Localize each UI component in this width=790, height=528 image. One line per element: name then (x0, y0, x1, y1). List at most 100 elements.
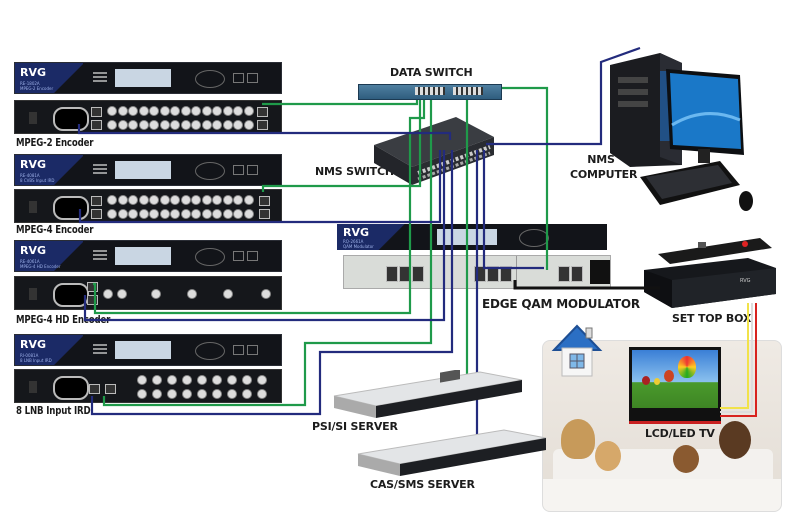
bnc-connector (243, 106, 254, 116)
brand-logo: RVG (20, 244, 47, 257)
bnc-connector (117, 120, 128, 130)
bnc-connector (138, 106, 149, 116)
bnc-connector (212, 209, 222, 219)
wire-mpeg2-nms (77, 124, 452, 140)
bnc-connector (170, 195, 180, 205)
brand-logo: RVG (20, 66, 47, 79)
bnc-connector (128, 209, 138, 219)
ac-inlet-icon (53, 196, 89, 220)
wire-stb-tv-red (720, 303, 757, 417)
bnc-connector (243, 209, 254, 219)
bnc-connector (159, 106, 170, 116)
bnc-connector (159, 195, 170, 205)
bnc-connector (191, 209, 201, 219)
bnc-connector (191, 106, 201, 116)
bnc-connector (182, 375, 192, 385)
computer-icon (610, 53, 753, 211)
bnc-connector (201, 195, 212, 205)
nav-pad-icon (195, 342, 225, 360)
bnc-connector (212, 389, 222, 399)
bnc-connector (222, 120, 233, 130)
bnc-connector (149, 106, 159, 116)
bnc-connector (138, 120, 149, 130)
ac-inlet-icon (53, 107, 89, 131)
nav-pad-icon (195, 248, 225, 266)
bnc-connector (180, 106, 191, 116)
bnc-connector (107, 209, 117, 219)
bnc-connector (152, 375, 162, 385)
lnb-ird-label: 8 LNB Input IRD (16, 405, 91, 417)
bnc-connector (233, 120, 243, 130)
nav-pad-icon (195, 70, 225, 88)
bnc-connector (212, 375, 222, 385)
bnc-connector (180, 195, 191, 205)
bnc-connector (242, 389, 252, 399)
wire-dswitch-qam (488, 86, 549, 270)
wire-stb-tv-yellow (720, 303, 749, 409)
bnc-connector (167, 389, 177, 399)
bnc-connector (191, 195, 201, 205)
bnc-connector (137, 375, 147, 385)
nms-computer (600, 45, 790, 215)
bnc-connector (182, 389, 192, 399)
bnc-connector (170, 106, 180, 116)
bnc-connector (117, 209, 128, 219)
svg-text:RVG: RVG (740, 278, 751, 284)
data-switch-label: DATA SWITCH (390, 66, 473, 79)
bnc-connector (128, 120, 138, 130)
bnc-connector (212, 120, 222, 130)
wire-nms-computer (486, 46, 641, 146)
bnc-connector (167, 375, 177, 385)
wire-qam-stb (513, 280, 660, 290)
person-mother (561, 419, 595, 459)
wire-mpeg4-data (261, 96, 422, 192)
bnc-connector (197, 389, 207, 399)
bnc-connector (242, 375, 252, 385)
mpeg4-hd-encoder-label: MPEG-4 HD Encoder (16, 314, 111, 326)
bnc-connector (233, 106, 243, 116)
bnc-connector (201, 106, 212, 116)
brand-logo: RVG (20, 158, 47, 171)
nav-pad-icon (195, 162, 225, 180)
bnc-connector (201, 120, 212, 130)
bnc-connector (128, 106, 138, 116)
bnc-connector (233, 195, 243, 205)
ac-inlet-icon (53, 376, 89, 400)
home-icon (551, 324, 603, 377)
wire-hdenc-nms (83, 150, 446, 322)
set-top-box-label: SET TOP BOX (672, 312, 752, 325)
bnc-connector (137, 389, 147, 399)
wire-mpeg4-nms (78, 150, 442, 224)
wire-nms-qam (482, 150, 544, 270)
bnc-connector (170, 209, 180, 219)
bnc-connector (149, 209, 159, 219)
wire-ird-nms (90, 150, 454, 416)
bnc-connector (170, 120, 180, 130)
bnc-connector (212, 195, 222, 205)
bnc-connector (149, 120, 159, 130)
brand-logo: RVG (343, 226, 370, 239)
person-boy (673, 445, 699, 473)
brand-logo: RVG (20, 338, 47, 351)
tv-label: LCD/LED TV (645, 427, 715, 440)
bnc-connector (222, 195, 233, 205)
bnc-connector (138, 209, 149, 219)
lnb-ird-rear (14, 369, 282, 403)
bnc-connector (233, 209, 243, 219)
bnc-connector (159, 120, 170, 130)
psi-si-server (333, 370, 523, 418)
cas-sms-server (357, 429, 547, 476)
bnc-connector (152, 389, 162, 399)
bnc-connector (180, 120, 191, 130)
bnc-connector (222, 209, 233, 219)
home-scene (542, 340, 782, 512)
bnc-connector (227, 389, 237, 399)
